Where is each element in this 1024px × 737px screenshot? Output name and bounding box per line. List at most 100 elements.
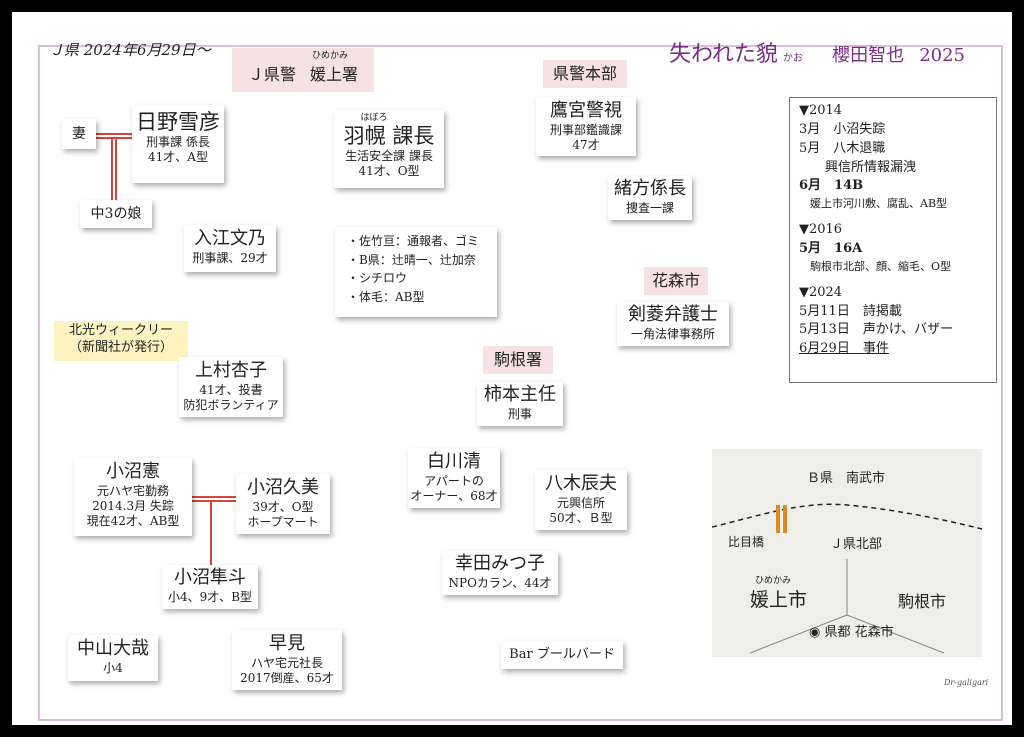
card-kakimoto: 柿本主任 刑事 [477,382,563,426]
hino-child-line [115,138,117,200]
ogata-name: 緒方係長 [614,178,686,199]
page: Ｊ県 2024年6月29日〜 失われた貌 かお 櫻田智也 2025 ひめかみ Ｊ… [12,12,1012,725]
hokko-publisher: （新聞社が発行） [68,339,173,355]
map-capital: ◉ 県都 花森市 [809,625,894,640]
timeline-entry: 駒根市北部、顔、縮毛、O型 [799,259,952,273]
author: 櫻田智也 [832,45,905,66]
hino-child-line [111,138,113,200]
haboro-name: 羽幌 課長 [343,124,435,148]
card-irie: 入江文乃 刑事課、29才 [184,225,276,272]
area-map: Ｂ県 南武市 比目橋 Ｊ県北部 ひめかみ 媛上市 駒根市 ◉ 県都 花森市 [712,449,982,657]
note-item: ・体毛：AB型 [347,289,425,304]
takamiya-dept: 刑事部鑑識課 [549,122,622,137]
shirakawa-age: オーナー、68才 [410,488,498,503]
shirakawa-name: 白川清 [427,451,481,472]
timeline-entry: 6月29日 事件 [799,341,889,357]
hino-name: 日野雪彦 [136,110,220,134]
hayami-info: 2017倒産、65才 [240,670,334,685]
shirakawa-role: アパートの [424,473,484,488]
map-himegami-ruby: ひめかみ [755,576,792,586]
uemura-name: 上村杏子 [195,360,267,381]
koda-name: 幸田みつ子 [455,553,545,574]
timeline-year: ▼2024 [799,284,843,300]
daughter-label: 中3の娘 [90,206,142,222]
title-block: 失われた貌 かお 櫻田智也 2025 [669,36,965,68]
card-nakayama: 中山大哉 小4 [68,635,158,681]
note-item: ・B県：辻晴一、辻加奈 [347,252,476,267]
haboro-ruby: はぼろ [360,113,388,123]
map-komane: 駒根市 [898,592,947,611]
org-komane-station: 駒根署 [483,346,553,374]
irie-name: 入江文乃 [194,228,266,249]
timeline-entry: 3月 小沼失踪 [799,121,886,137]
book-title: 失われた貌 [669,42,778,67]
org-prefectural-hq: 県警本部 [543,60,627,88]
konuma-kumi-name: 小沼久美 [247,477,319,498]
konuma-hayato-name: 小沼隼斗 [174,567,246,588]
uemura-info: 41才、投書 [199,382,263,397]
note-item: ・シチロウ [347,271,408,286]
card-takamiya: 鷹宮警視 刑事部鑑識課 47才 [536,97,636,156]
takamiya-name: 鷹宮警視 [550,100,622,121]
konuma-child-line [210,501,212,565]
city-border [749,614,848,654]
hino-age: 41才、A型 [148,150,208,165]
card-hayami: 早見 ハヤ宅元社長 2017倒産、65才 [232,630,342,690]
card-kenryo: 剣菱弁護士 一角法律事務所 [617,302,729,346]
yagi-name: 八木辰夫 [545,473,617,494]
nakayama-info: 小4 [103,660,123,675]
timeline-year: ▼2016 [799,222,843,238]
haboro-role: 生活安全課 課長 [345,149,433,164]
map-bridge: 比目橋 [728,535,765,549]
yagi-age: 50才、Ｂ型 [549,510,613,525]
uemura-role: 防犯ボランティア [183,397,279,412]
kakimoto-role: 刑事 [507,406,532,421]
card-shirakawa: 白川清 アパートの オーナー、68才 [408,448,500,508]
diagram-frame [38,45,1003,721]
konuma-ken-age: 現在42才、AB型 [86,513,180,528]
hino-marriage-line [96,133,132,135]
kakimoto-name: 柿本主任 [484,384,556,405]
card-konuma-ken: 小沼憲 元ハヤ宅勤務 2014.3月 失踪 現在42才、AB型 [74,458,192,536]
timeline-entry: 媛上市河川敷、腐乱、AB型 [799,197,948,211]
koda-info: NPOカラン、44才 [448,575,552,590]
timeline-entry: 6月 14B [799,178,864,194]
org-himegami-station: ひめかみ Ｊ県警媛上署 [232,48,374,92]
card-hino: 日野雪彦 刑事課 係長 41才、A型 [132,105,224,183]
timeline-entry: 5月 16A [799,241,863,256]
ogata-dept: 捜査一課 [625,200,674,215]
timeline-box: ▼2014 3月 小沼失踪 5月 八木退職 興信所情報漏洩 6月 14B 媛上市… [789,97,997,383]
map-b-prefecture: Ｂ県 南武市 [807,471,886,486]
card-konuma-kumi: 小沼久美 39才、O型 ホープマート [236,474,330,534]
timeline-entry: 興信所情報漏洩 [799,159,917,175]
hokko-name: 北光ウィークリー [68,323,173,338]
card-bar-boulevard: Bar ブールバード [501,641,623,669]
org-hanamori-city: 花森市 [644,267,708,295]
konuma-marriage-line [192,500,236,502]
haboro-age: 41才、O型 [358,164,420,179]
hayami-role: ハヤ宅元社長 [250,655,323,670]
card-yagi: 八木辰夫 元興信所 50才、Ｂ型 [535,470,627,530]
org-himegami-ruby: ひめかみ [311,51,348,61]
konuma-marriage-line [192,496,236,498]
map-lines [712,503,982,654]
case-line: Ｊ県 2024年6月29日〜 [49,41,211,59]
card-haboro: はぼろ 羽幌 課長 生活安全課 課長 41才、O型 [334,110,444,188]
yagi-job: 元興信所 [556,495,605,510]
bridge-marker [776,505,780,533]
nakayama-name: 中山大哉 [77,638,149,659]
credit: Dr-galigari [944,678,989,687]
timeline-year: ▼2014 [799,103,843,118]
kenryo-name: 剣菱弁護士 [628,304,718,325]
prefecture-border [712,503,982,530]
map-j-north: Ｊ県北部 [830,537,883,552]
konuma-ken-job: 元ハヤ宅勤務 [96,483,169,498]
card-konuma-hayato: 小沼隼斗 小4、9才、B型 [162,565,258,609]
card-notes: ・佐竹亘：通報者、ゴミ ・B県：辻晴一、辻加奈 ・シチロウ ・体毛：AB型 [335,227,497,317]
hokko-weekly-note: 北光ウィークリー （新聞社が発行） [54,321,188,361]
card-ogata: 緒方係長 捜査一課 [608,176,692,220]
city-border [846,614,945,654]
card-daughter: 中3の娘 [80,200,152,228]
konuma-ken-name: 小沼憲 [106,461,160,482]
year: 2025 [919,45,965,66]
